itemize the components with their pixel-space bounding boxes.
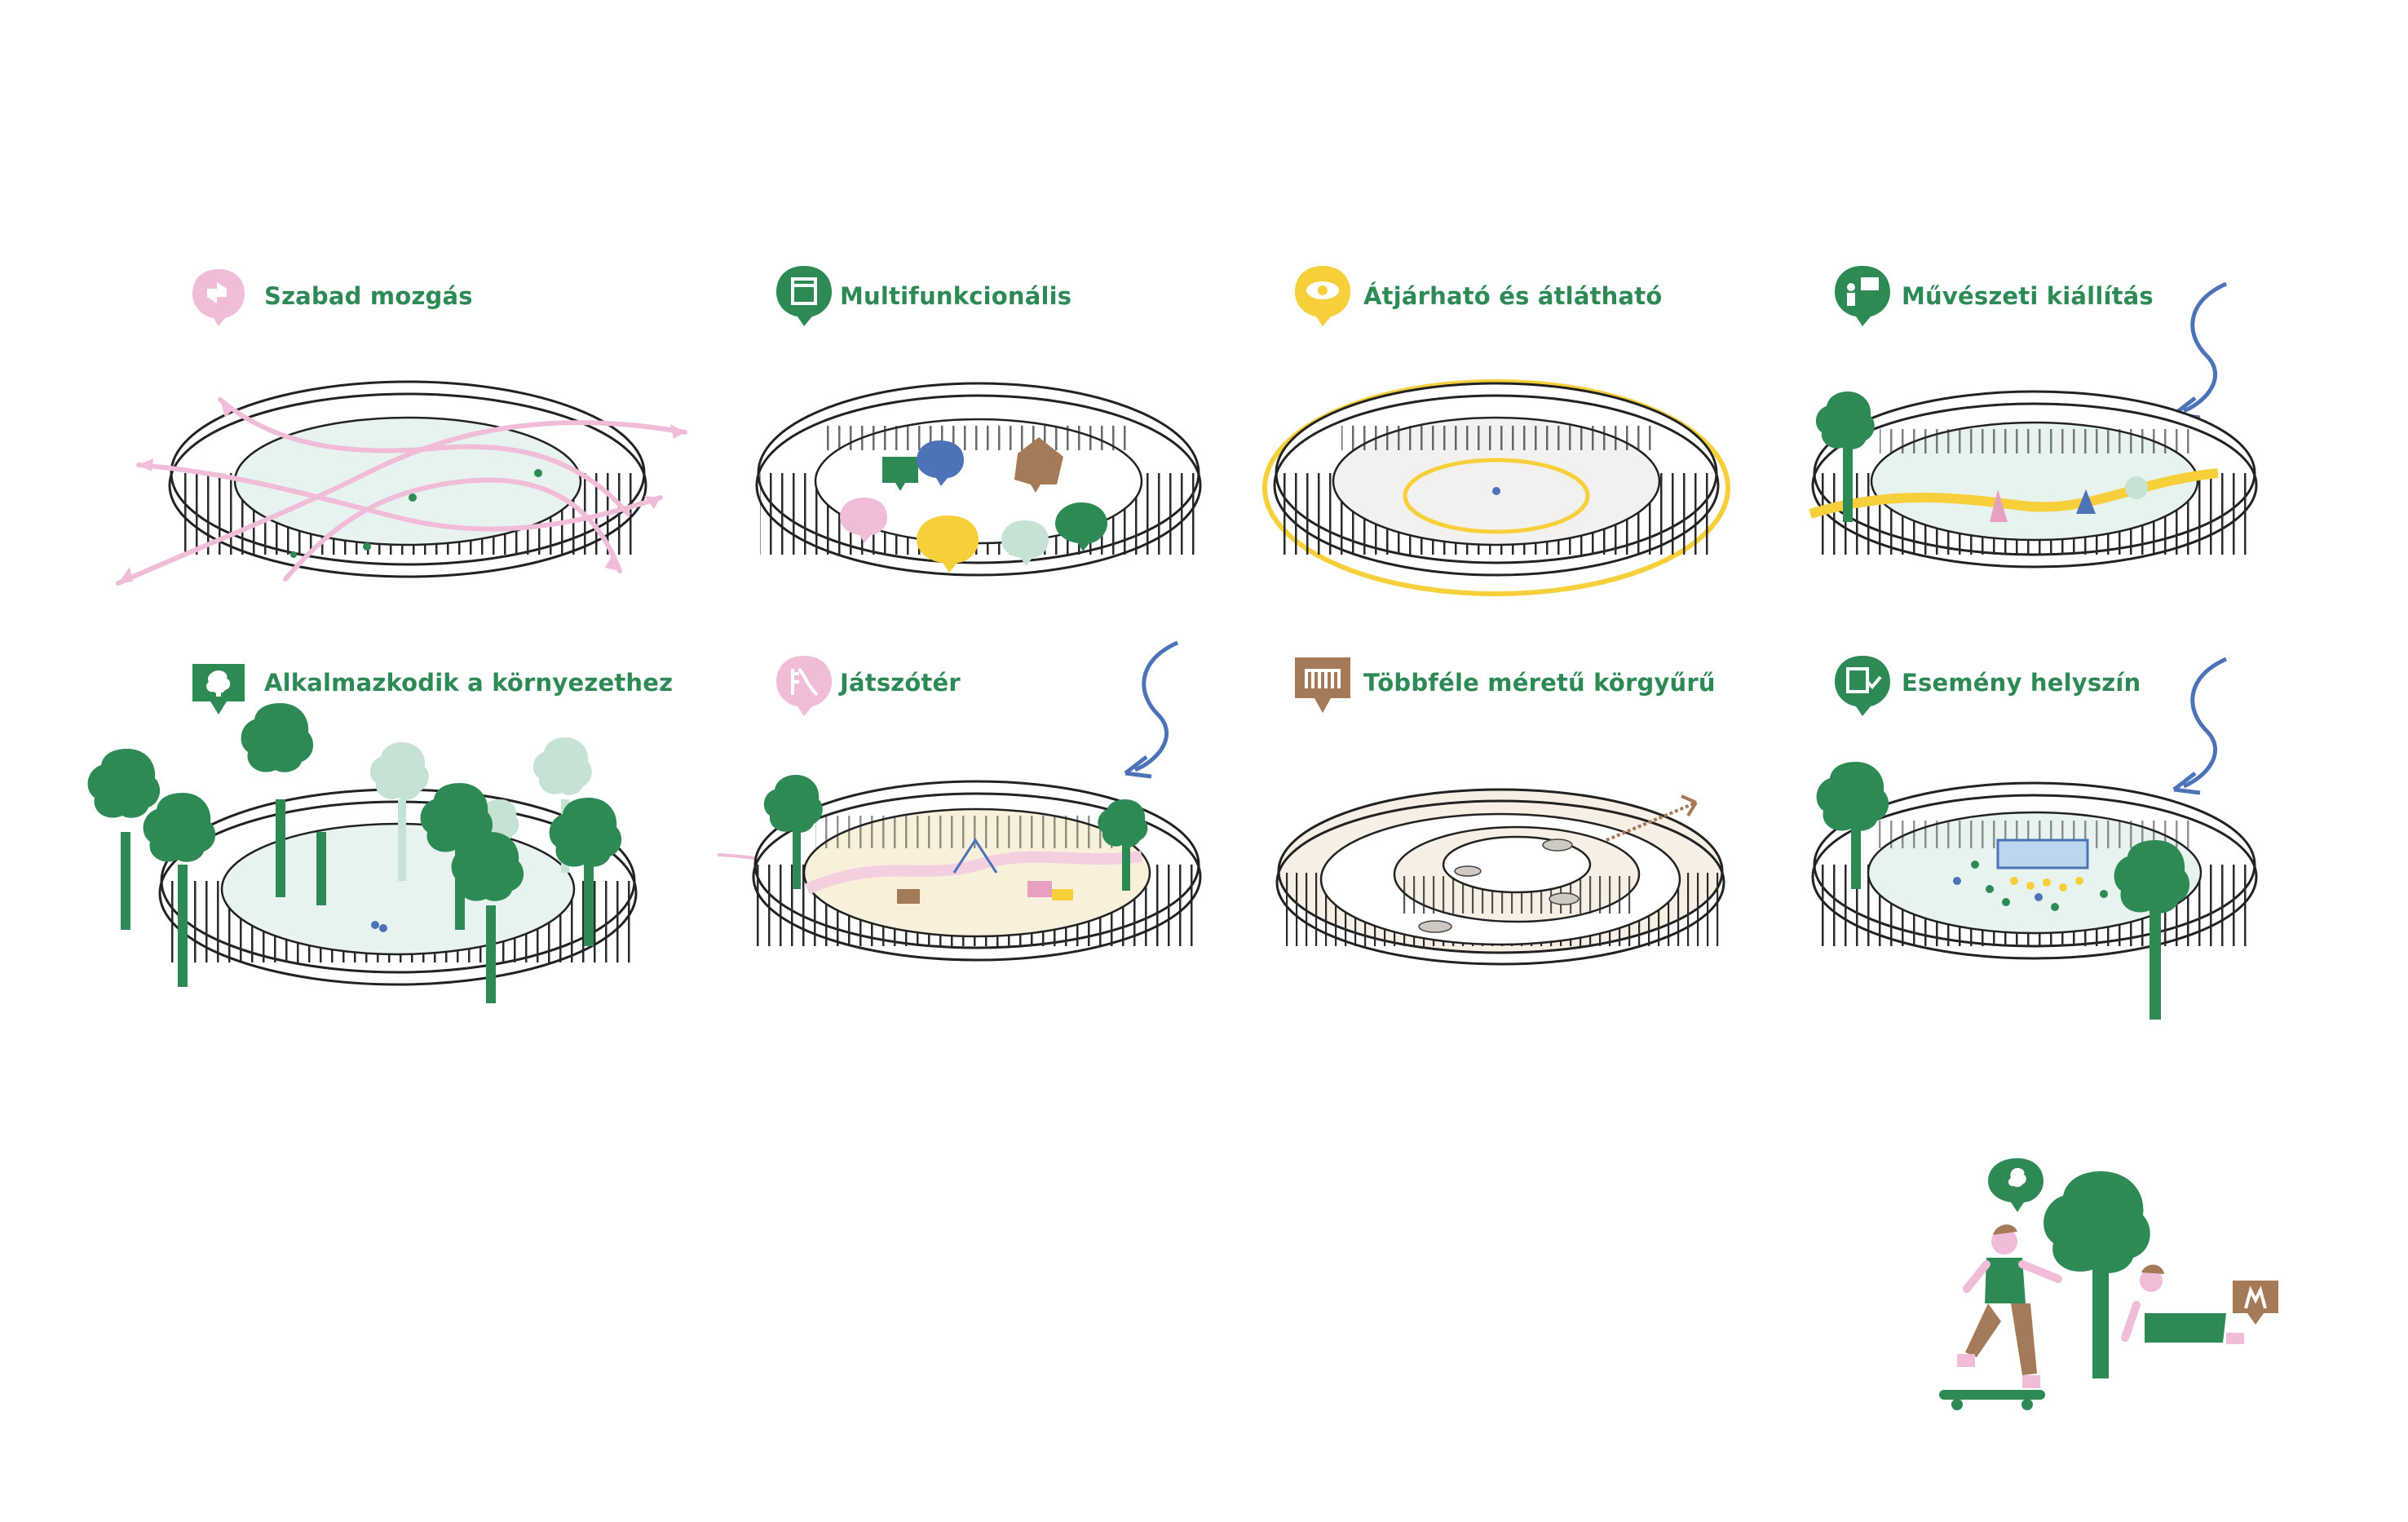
ring-pavilion-environment — [87, 703, 638, 1003]
tree-icon — [192, 664, 245, 715]
panel-title: Szabad mozgás — [264, 282, 473, 310]
ring-pavilion-exhibition — [1809, 390, 2258, 569]
blue-arrow — [1124, 640, 1179, 779]
ring-pavilion-playground — [717, 775, 1202, 962]
ring-pavilion-event — [1811, 762, 2258, 1020]
panel-title: Játszótér — [840, 669, 961, 697]
movement-icon — [192, 269, 245, 326]
panel-title: Multifunkcionális — [840, 282, 1072, 310]
panel-title: Átjárható és átlátható — [1363, 282, 1663, 310]
panel-title: Többféle méretű körgyűrű — [1363, 669, 1716, 697]
panel-title: Alkalmazkodik a környezethez — [264, 669, 674, 697]
panel-title: Esemény helyszín — [1902, 669, 2141, 697]
ring-pavilion-free-movement — [116, 380, 687, 586]
kids-playing-illustration — [1939, 1158, 2278, 1410]
ring-pavilion-multiple-rings — [1275, 788, 1725, 966]
rings-icon — [1295, 657, 1350, 713]
slide-icon — [776, 656, 832, 716]
ring-pavilion-passable — [1262, 379, 1730, 596]
multifunction-icon — [776, 266, 832, 326]
event-icon — [1835, 656, 1890, 716]
exhibition-icon — [1835, 266, 1890, 326]
panel-title: Művészeti kiállítás — [1902, 282, 2154, 310]
eye-icon — [1295, 266, 1350, 326]
ring-pavilion-multifunctional — [755, 382, 1202, 577]
blue-arrow — [2172, 657, 2228, 795]
